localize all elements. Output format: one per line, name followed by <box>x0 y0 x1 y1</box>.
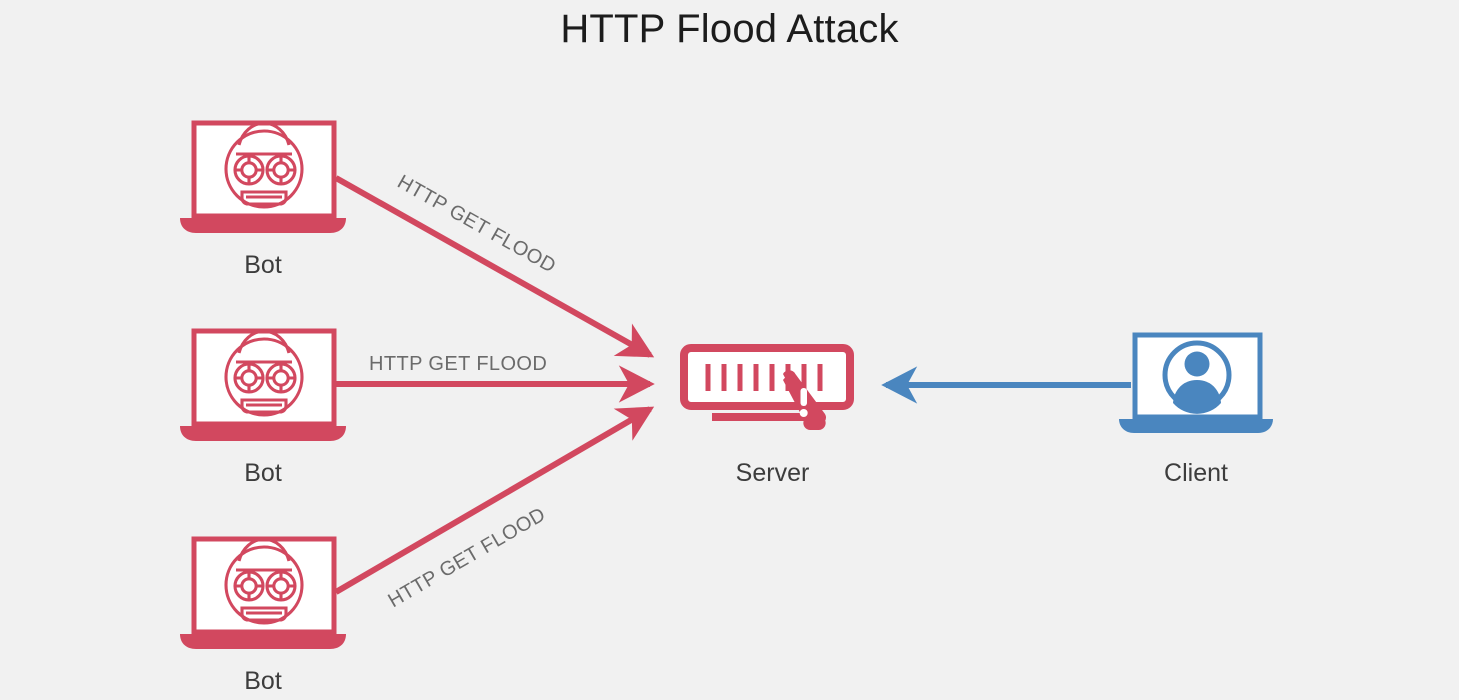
page-title: HTTP Flood Attack <box>560 7 899 51</box>
edge-label-bot2: HTTP GET FLOOD <box>369 353 548 375</box>
laptop-user-icon <box>1119 332 1273 433</box>
edge-bot1-server-line <box>334 175 655 358</box>
node-bot-3[interactable] <box>178 534 348 654</box>
edge-bot3-server-line <box>334 406 655 595</box>
node-label-server: Server <box>735 459 810 487</box>
node-client[interactable] <box>1116 330 1276 436</box>
node-label-bot-1: Bot <box>244 251 282 279</box>
laptop-bot-icon <box>180 536 346 649</box>
node-label-bot-2: Bot <box>244 459 282 487</box>
server-warning-icon <box>680 344 854 430</box>
node-server[interactable] <box>680 344 865 434</box>
node-bot-2[interactable] <box>178 326 348 446</box>
node-label-bot-3: Bot <box>244 667 282 695</box>
node-bot-1[interactable] <box>178 118 348 238</box>
laptop-bot-icon <box>180 328 346 441</box>
node-label-client: Client <box>1164 459 1228 487</box>
laptop-bot-icon <box>180 120 346 233</box>
